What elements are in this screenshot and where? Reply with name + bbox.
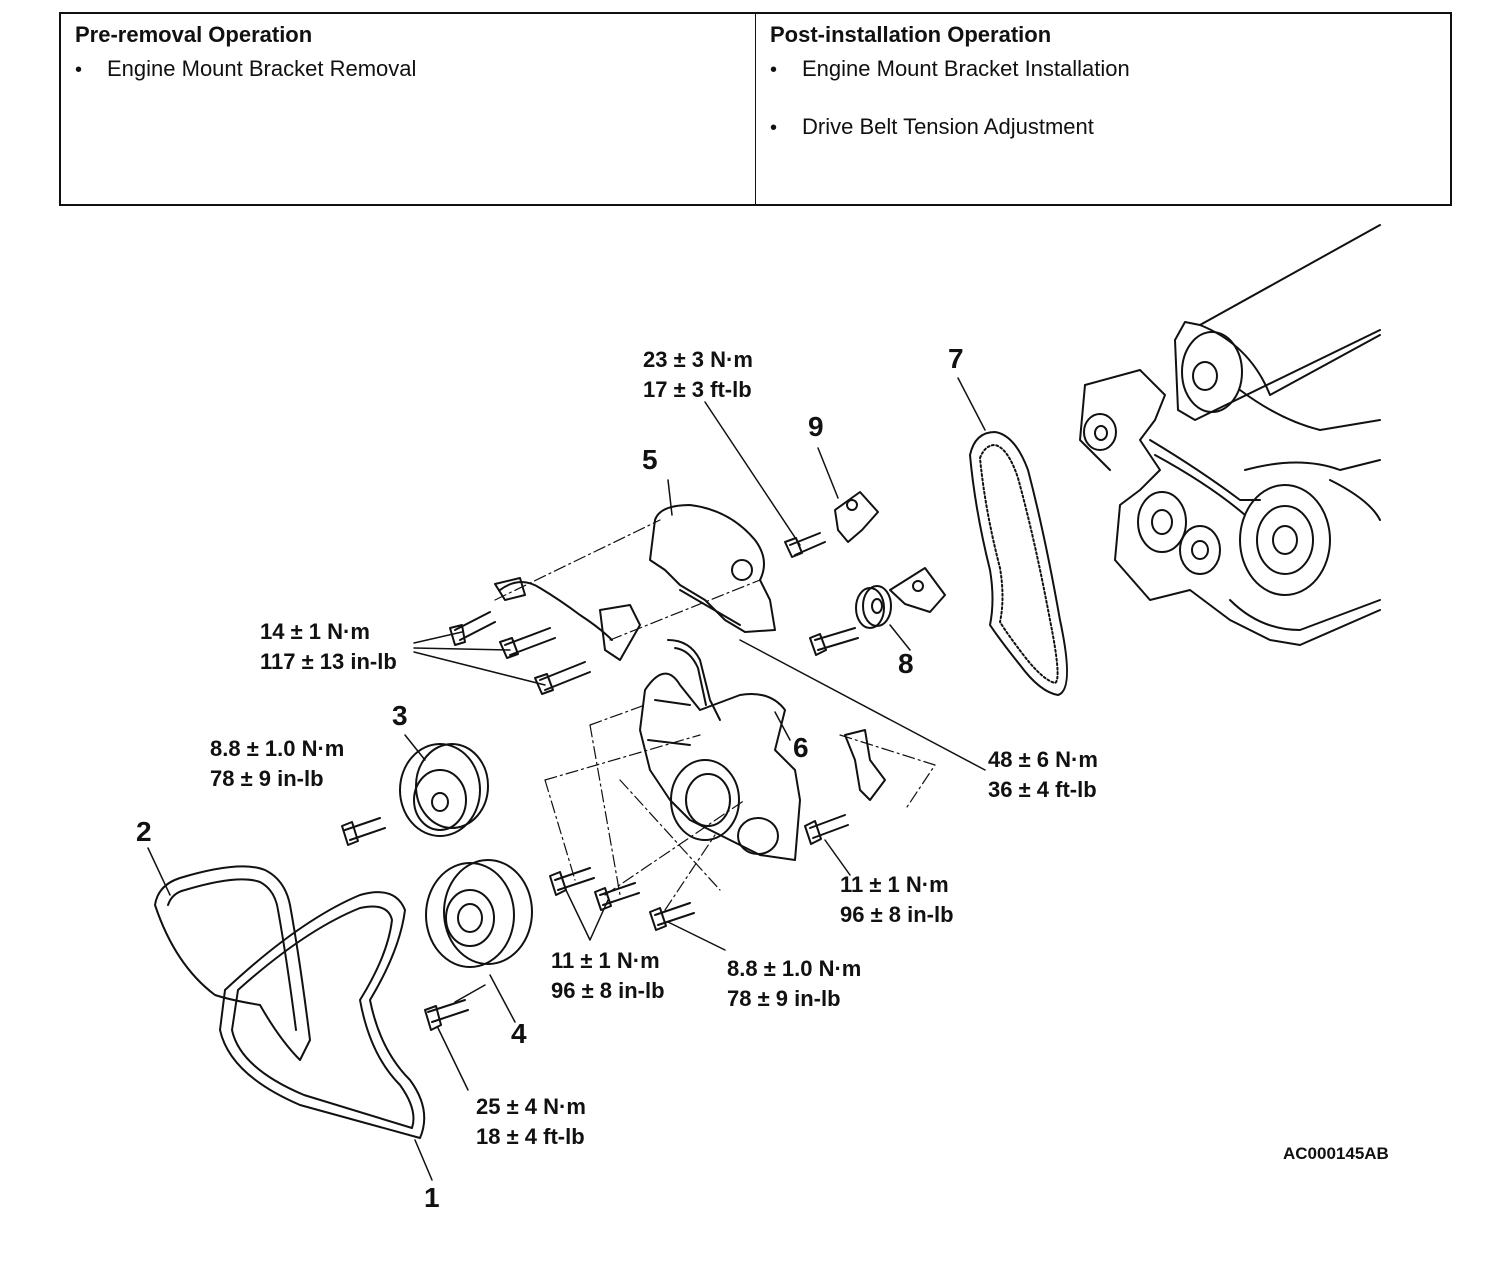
torque-metric: 25 ± 4 N·m <box>476 1094 586 1119</box>
operations-table: Pre-removal Operation • Engine Mount Bra… <box>59 12 1452 206</box>
torque-imperial: 78 ± 9 in-lb <box>210 766 324 791</box>
callout-2: 2 <box>136 816 152 847</box>
torque-imperial: 96 ± 8 in-lb <box>551 978 665 1003</box>
timing-cover-upper <box>649 504 776 633</box>
crankshaft-pulley <box>425 859 533 968</box>
torque-imperial: 117 ± 13 in-lb <box>260 649 397 674</box>
post-installation-item-text: Engine Mount Bracket Installation <box>802 56 1130 81</box>
bullet-icon: • <box>75 59 83 81</box>
callout-7: 7 <box>948 343 964 374</box>
callout-9: 9 <box>808 411 824 442</box>
torque-imperial: 78 ± 9 in-lb <box>727 986 841 1011</box>
torque-label-25nm: 25 ± 4 N·m 18 ± 4 ft-lb <box>476 1092 586 1152</box>
torque-metric: 8.8 ± 1.0 N·m <box>210 736 345 761</box>
drive-belt-accessory <box>154 865 311 1061</box>
callout-6: 6 <box>793 732 809 763</box>
tensioner-pulley <box>855 567 946 629</box>
torque-label-48nm: 48 ± 6 N·m 36 ± 4 ft-lb <box>988 745 1098 805</box>
drive-belt-main <box>219 891 426 1139</box>
tensioner-arm <box>834 491 879 543</box>
engine-block <box>1079 224 1381 646</box>
torque-metric: 14 ± 1 N·m <box>260 619 370 644</box>
callout-4: 4 <box>511 1018 527 1049</box>
callout-3: 3 <box>392 700 408 731</box>
torque-imperial: 36 ± 4 ft-lb <box>988 777 1097 802</box>
torque-metric: 48 ± 6 N·m <box>988 747 1098 772</box>
torque-label-8-8nm-cover: 8.8 ± 1.0 N·m 78 ± 9 in-lb <box>727 954 861 1014</box>
callout-1: 1 <box>424 1182 440 1213</box>
torque-imperial: 17 ± 3 ft-lb <box>643 377 752 402</box>
torque-label-11nm-left: 11 ± 1 N·m 96 ± 8 in-lb <box>551 946 665 1006</box>
post-installation-item-text: Drive Belt Tension Adjustment <box>802 114 1094 139</box>
assembly-lines <box>494 519 936 911</box>
torque-label-8-8nm-water-pump: 8.8 ± 1.0 N·m 78 ± 9 in-lb <box>210 734 344 794</box>
torque-imperial: 18 ± 4 ft-lb <box>476 1124 585 1149</box>
post-installation-column: Post-installation Operation • Engine Mou… <box>755 14 1450 204</box>
torque-metric: 23 ± 3 N·m <box>643 347 753 372</box>
bullet-icon: • <box>770 117 778 139</box>
torque-label-11nm-right: 11 ± 1 N·m 96 ± 8 in-lb <box>840 870 954 930</box>
figure-id: AC000145AB <box>1283 1144 1389 1163</box>
callout-5: 5 <box>642 444 658 475</box>
torque-label-14nm: 14 ± 1 N·m 117 ± 13 in-lb <box>260 617 397 677</box>
torque-metric: 11 ± 1 N·m <box>840 872 949 897</box>
pre-removal-item-text: Engine Mount Bracket Removal <box>107 56 417 81</box>
torque-metric: 8.8 ± 1.0 N·m <box>727 956 862 981</box>
pre-removal-item: • Engine Mount Bracket Removal <box>75 56 741 82</box>
callout-8: 8 <box>898 648 914 679</box>
water-pump-pulley <box>399 743 489 837</box>
bullet-icon: • <box>770 59 778 81</box>
torque-imperial: 96 ± 8 in-lb <box>840 902 954 927</box>
torque-metric: 11 ± 1 N·m <box>551 948 660 973</box>
leader-lines <box>147 377 986 1181</box>
pre-removal-column: Pre-removal Operation • Engine Mount Bra… <box>61 14 755 204</box>
timing-belt <box>969 431 1068 696</box>
post-installation-item: • Engine Mount Bracket Installation <box>770 56 1436 82</box>
sensor-harness <box>494 577 886 801</box>
post-installation-heading: Post-installation Operation <box>770 22 1052 47</box>
bolts <box>341 532 859 1031</box>
torque-label-23nm: 23 ± 3 N·m 17 ± 3 ft-lb <box>643 345 753 405</box>
pre-removal-heading: Pre-removal Operation <box>75 22 313 47</box>
timing-cover-lower <box>639 639 801 861</box>
post-installation-item: • Drive Belt Tension Adjustment <box>770 114 1436 140</box>
